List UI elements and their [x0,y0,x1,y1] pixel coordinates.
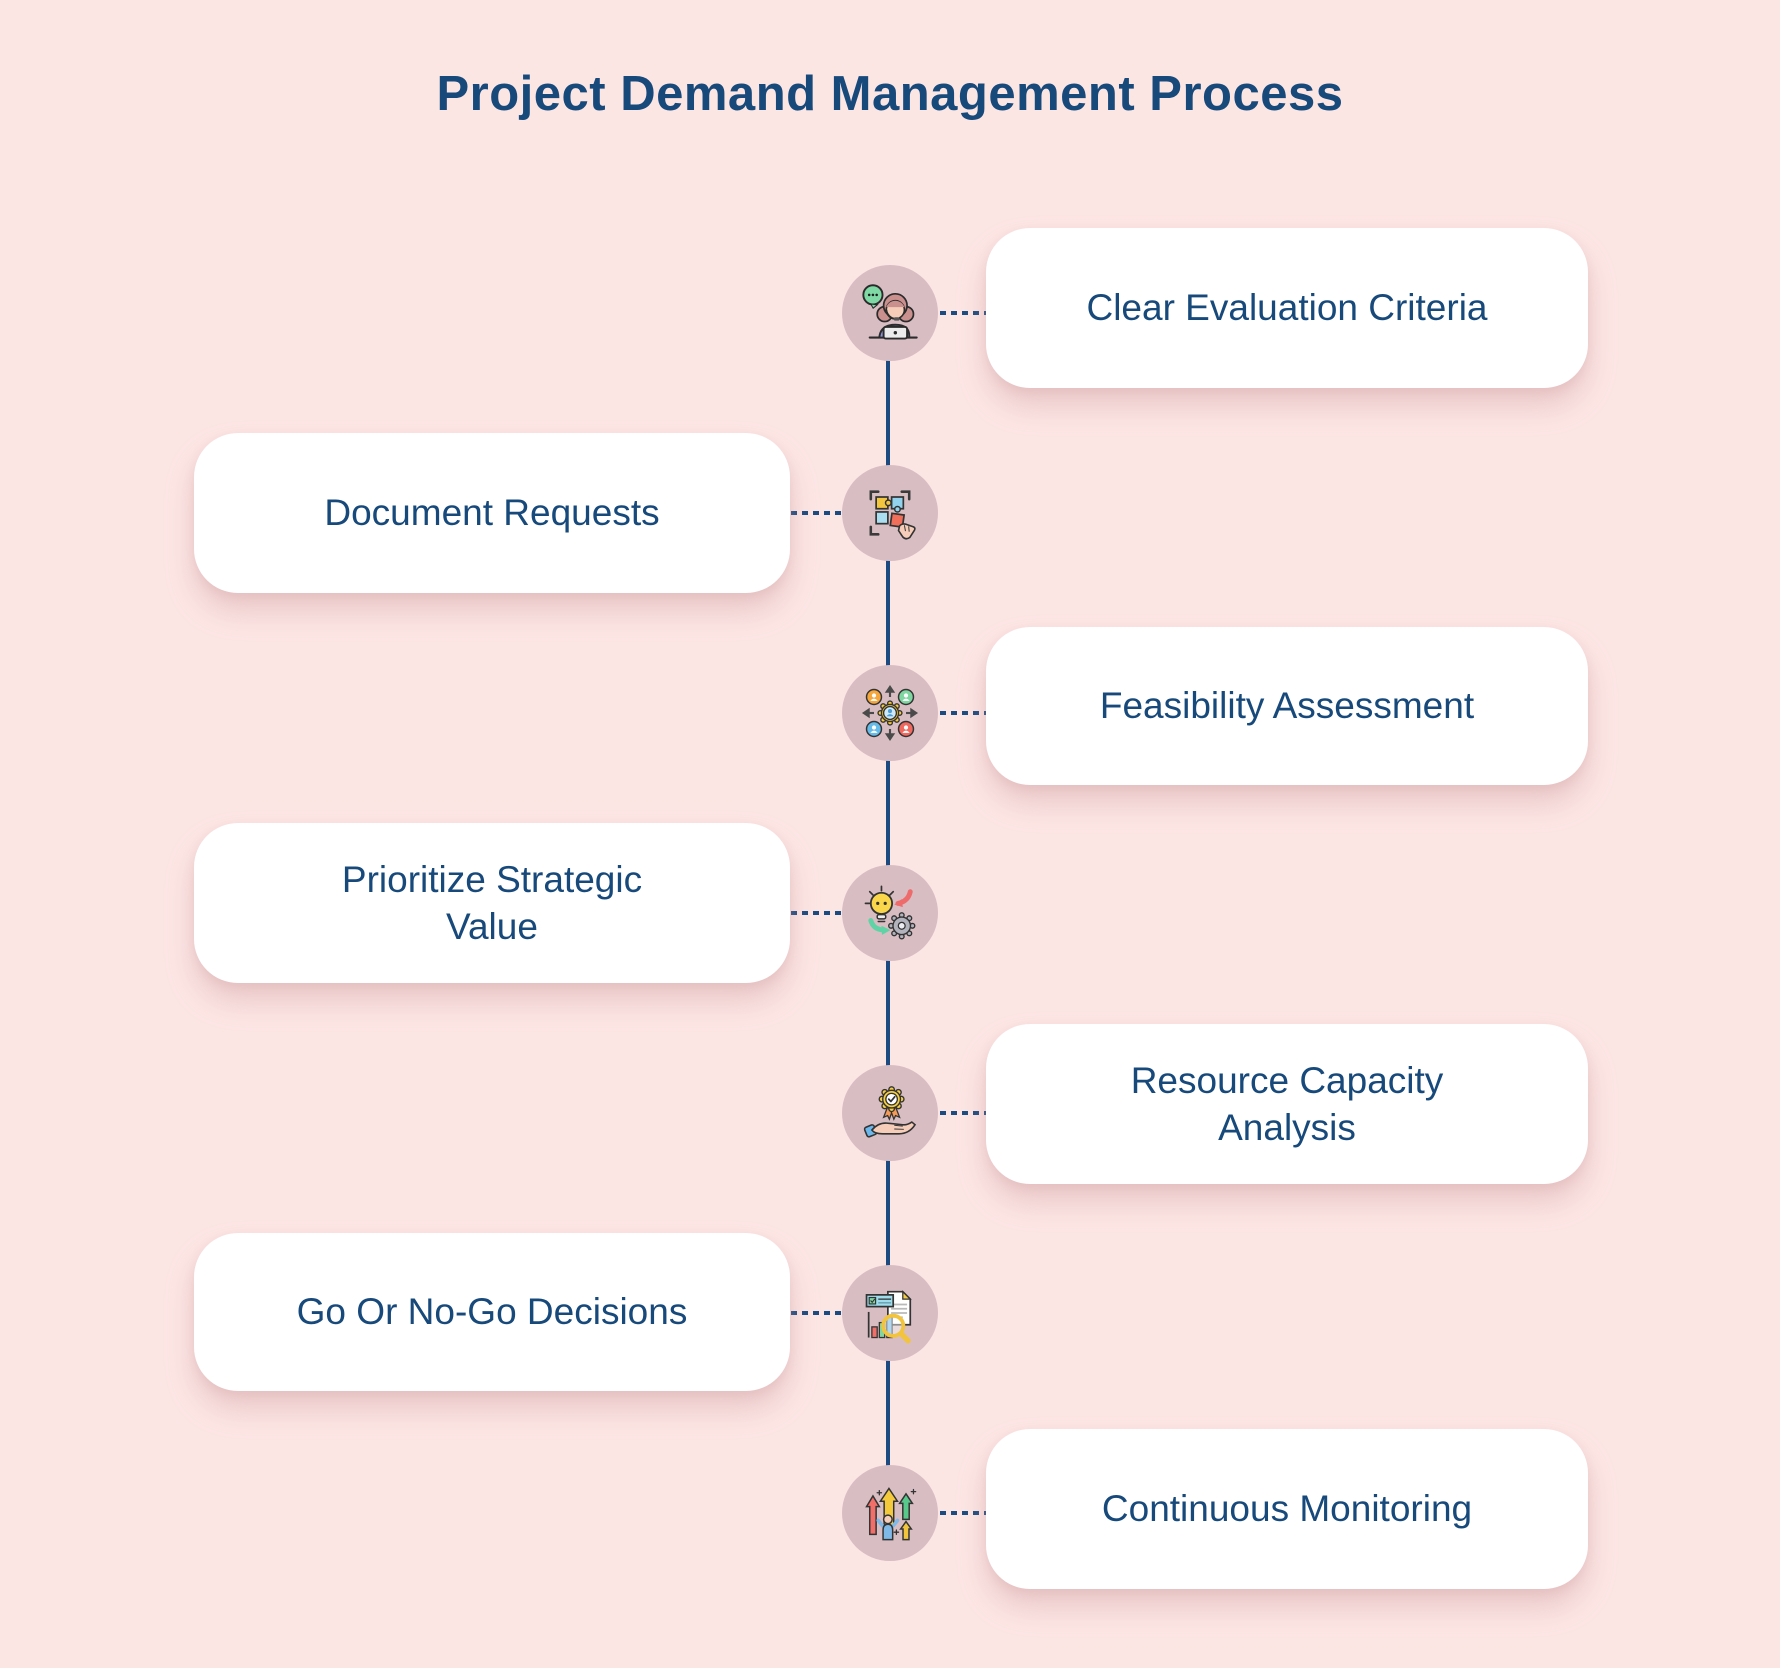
step-label-6: Go Or No-Go Decisions [296,1291,688,1333]
idea-gear-cycle-icon [864,885,916,940]
stakeholder-network-icon [861,684,919,742]
step-label-4: Prioritize Strategic Value [341,858,643,947]
connector-dotted-line-6 [791,1311,843,1315]
timeline-node-3 [842,665,938,761]
puzzle-selection-icon [869,490,916,540]
step-card-2: Document Requests [194,433,790,593]
step-card-7: Continuous Monitoring [986,1429,1588,1589]
connector-dotted-line-1 [940,311,986,315]
step-card-1: Clear Evaluation Criteria [986,228,1588,388]
award-hand-icon [863,1086,917,1138]
step-label-2: Document Requests [324,492,660,534]
step-label-1: Clear Evaluation Criteria [1086,287,1488,329]
connector-dotted-line-4 [791,911,843,915]
support-agent-icon [862,284,918,340]
timeline-node-2 [842,465,938,561]
step-card-3: Feasibility Assessment [986,627,1588,785]
step-card-6: Go Or No-Go Decisions [194,1233,790,1391]
connector-dotted-line-7 [940,1511,986,1515]
timeline-node-5 [842,1065,938,1161]
timeline-node-6 [842,1265,938,1361]
step-label-3: Feasibility Assessment [1099,685,1475,727]
growth-arrows-icon [865,1487,917,1541]
page-title: Project Demand Management Process [436,67,1344,121]
timeline-node-1 [842,265,938,361]
timeline-node-4 [842,865,938,961]
step-card-4: Prioritize Strategic Value [194,823,790,983]
step-label-7: Continuous Monitoring [1101,1488,1473,1530]
step-label-5: Resource Capacity Analysis [1130,1059,1444,1148]
timeline-node-7 [842,1465,938,1561]
connector-dotted-line-5 [940,1111,986,1115]
connector-dotted-line-2 [791,511,843,515]
step-card-5: Resource Capacity Analysis [986,1024,1588,1184]
report-analysis-icon [865,1290,912,1344]
connector-dotted-line-3 [940,711,986,715]
